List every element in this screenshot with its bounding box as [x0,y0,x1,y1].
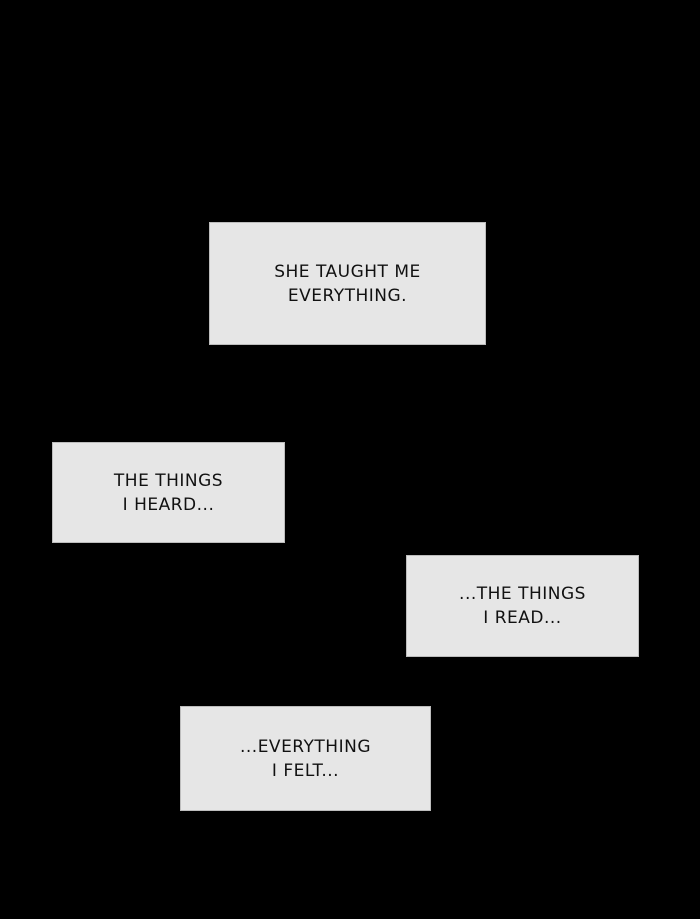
caption-line: THE THINGS [113,470,224,491]
caption-line: ...THE THINGS [459,584,586,604]
caption-box-read: ...THE THINGS I READ... [406,555,639,657]
caption-box-heard: THE THINGS I HEARD... [52,442,285,543]
caption-text: THE THINGS I HEARD... [114,469,223,517]
caption-text: ...EVERYTHING I FELT... [240,735,371,783]
caption-line: I HEARD... [122,494,215,515]
caption-box-felt: ...EVERYTHING I FELT... [180,706,431,811]
caption-line: EVERYTHING. [287,285,408,306]
caption-text: SHE TAUGHT ME EVERYTHING. [274,260,421,308]
caption-line: I READ... [483,608,562,628]
caption-line: SHE TAUGHT ME [274,261,421,282]
caption-line: ...EVERYTHING [239,736,371,757]
caption-box-taught: SHE TAUGHT ME EVERYTHING. [209,222,486,345]
caption-line: I FELT... [271,760,340,781]
caption-text: ...THE THINGS I READ... [459,582,586,630]
